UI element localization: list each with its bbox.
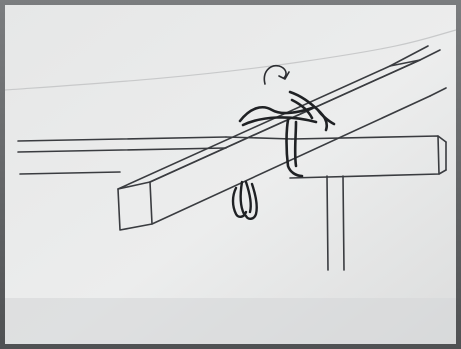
- paper-shadow: [5, 298, 456, 344]
- paper-sheet: [5, 5, 456, 344]
